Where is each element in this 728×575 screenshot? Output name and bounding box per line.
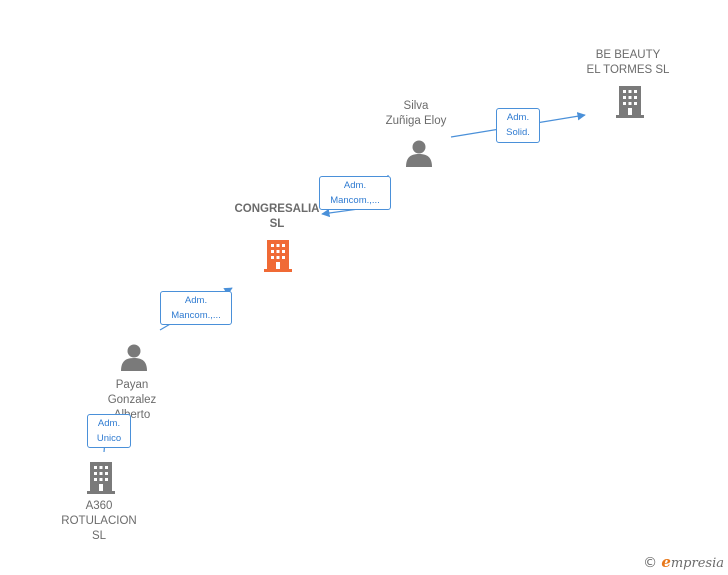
company-label-congresalia[interactable]: CONGRESALIA SL	[234, 203, 320, 230]
building-icon[interactable]	[85, 460, 117, 499]
company-label-be-beauty[interactable]: BE BEAUTY EL TORMES SL	[586, 49, 670, 76]
person-label-payan[interactable]: Payan Gonzalez Alberto	[107, 379, 157, 421]
relation-badge-adm-solid[interactable]: Adm. Solid.	[496, 108, 540, 143]
person-icon[interactable]	[405, 139, 433, 172]
relation-badge-adm-mancom[interactable]: Adm. Mancom.,...	[319, 176, 391, 210]
company-label-a360[interactable]: A360 ROTULACION SL	[61, 500, 137, 542]
brand-initial: e	[661, 553, 671, 571]
empresia-logo: © empresia	[643, 553, 724, 571]
person-label-silva[interactable]: Silva Zuñiga Eloy	[385, 100, 447, 127]
building-icon[interactable]	[614, 84, 646, 123]
copyright-icon: ©	[643, 555, 658, 571]
relation-badge-adm-unico[interactable]: Adm. Unico	[87, 414, 131, 448]
building-icon[interactable]	[262, 238, 294, 277]
brand-name: mpresia	[670, 556, 724, 571]
relation-badge-adm-mancom[interactable]: Adm. Mancom.,...	[160, 291, 232, 325]
person-icon[interactable]	[120, 343, 148, 376]
